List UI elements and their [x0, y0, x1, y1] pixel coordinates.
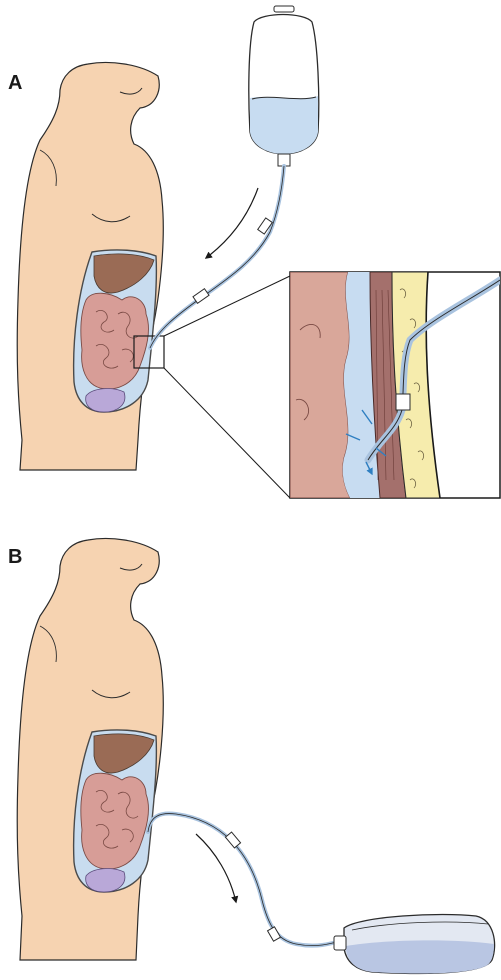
intestine-wall-inset — [290, 272, 350, 498]
tube-clamp-b — [268, 927, 281, 941]
outflow-tube-b — [148, 814, 344, 946]
outflow-tube-outline-b — [148, 814, 344, 946]
inflow-direction-arrow — [206, 188, 258, 258]
magnified-inset — [290, 272, 500, 498]
bag-hook-a — [274, 6, 294, 12]
drainage-fluid-b — [346, 940, 494, 973]
zoom-line-bottom-a — [164, 368, 290, 498]
zoom-line-top-a — [164, 276, 290, 336]
catheter-cuff-inset — [396, 394, 410, 410]
panel-b — [17, 539, 494, 974]
inflow-tube-a — [150, 166, 284, 348]
drainage-port-b — [334, 936, 346, 950]
outflow-direction-arrow — [196, 834, 236, 902]
panel-a — [17, 6, 500, 498]
dialysate-fluid-a — [250, 96, 318, 154]
